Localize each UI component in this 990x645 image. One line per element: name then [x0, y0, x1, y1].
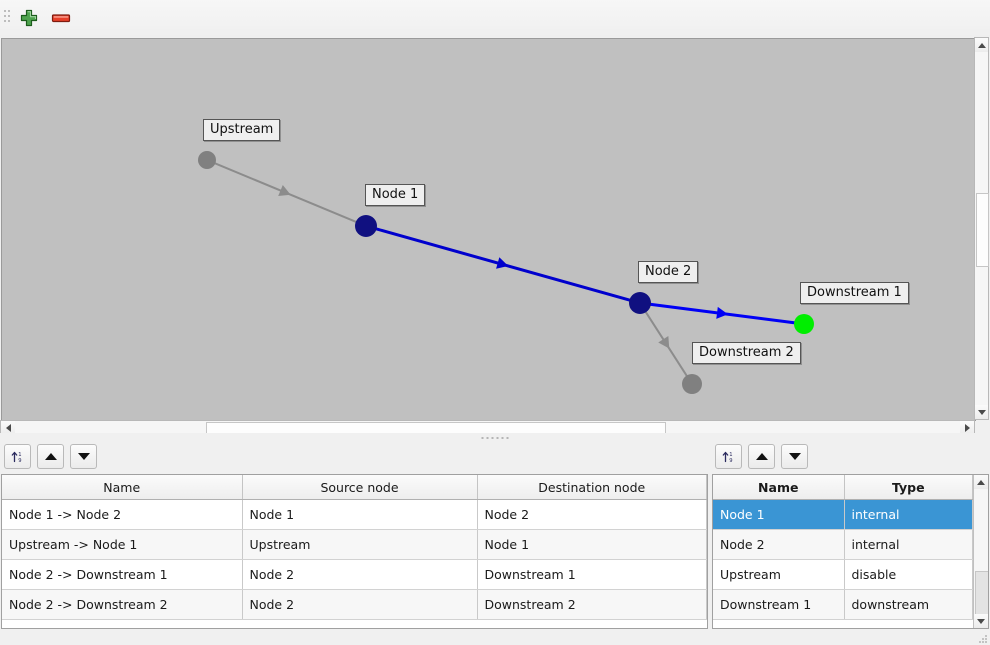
table-cell[interactable]: Node 2 -> Downstream 2 [2, 589, 243, 620]
table-cell[interactable]: Node 1 [713, 499, 845, 530]
sort-order-icon[interactable]: 1 9 [715, 444, 742, 469]
scroll-up-arrow[interactable] [974, 475, 988, 489]
scroll-right-arrow[interactable] [960, 421, 974, 434]
graph-node-label[interactable]: Downstream 2 [692, 342, 801, 364]
table-cell[interactable]: Downstream 1 [477, 559, 707, 590]
connections-toolbar: 1 9 [4, 444, 97, 470]
table-cell[interactable]: Node 1 [242, 499, 478, 530]
plus-icon [19, 8, 39, 31]
svg-text:1: 1 [18, 452, 21, 458]
table-cell[interactable]: disable [844, 559, 973, 590]
graph-vscroll-thumb[interactable] [976, 193, 989, 267]
table-cell[interactable]: Downstream 2 [477, 589, 707, 620]
graph-node[interactable] [355, 215, 377, 237]
svg-text:9: 9 [729, 458, 732, 464]
graph-vertical-scrollbar[interactable] [974, 37, 989, 420]
table-cell[interactable]: Node 2 [713, 529, 845, 560]
graph-edge-arrow [496, 257, 509, 269]
triangle-up-icon [755, 453, 768, 460]
table-cell[interactable]: Upstream -> Node 1 [2, 529, 243, 560]
column-header[interactable]: Destination node [477, 475, 707, 500]
svg-text:1: 1 [729, 452, 732, 458]
graph-node[interactable] [682, 374, 702, 394]
table-cell[interactable]: internal [844, 499, 973, 530]
triangle-down-icon [77, 453, 90, 460]
svg-text:9: 9 [18, 458, 21, 464]
sort-order-icon[interactable]: 1 9 [4, 444, 31, 469]
graph-edge-arrow [658, 336, 670, 349]
scroll-down-arrow[interactable] [975, 405, 988, 419]
table-cell[interactable]: Node 2 [477, 499, 707, 530]
table-cell[interactable]: Downstream 1 [713, 589, 845, 620]
table-cell[interactable]: Node 1 [477, 529, 707, 560]
scroll-down-arrow[interactable] [974, 614, 988, 628]
remove-node-button[interactable] [48, 6, 74, 32]
table-cell[interactable]: internal [844, 529, 973, 560]
graph-node-label[interactable]: Upstream [203, 119, 281, 141]
table-cell[interactable]: Upstream [713, 559, 845, 590]
table-cell[interactable]: Node 2 [242, 559, 478, 590]
column-header[interactable]: Name [2, 475, 243, 500]
graph-node[interactable] [198, 151, 216, 169]
table-cell[interactable]: downstream [844, 589, 973, 620]
graph-node-label[interactable]: Downstream 1 [800, 282, 909, 304]
graph-node[interactable] [794, 314, 814, 334]
graph-canvas[interactable] [2, 39, 975, 420]
move-up-button[interactable] [748, 444, 775, 469]
column-header[interactable]: Source node [242, 475, 478, 500]
nodes-vscroll-thumb[interactable] [975, 571, 988, 615]
table-cell[interactable]: Node 2 [242, 589, 478, 620]
column-header[interactable]: Name [713, 475, 845, 500]
graph-horizontal-scrollbar[interactable] [0, 420, 975, 435]
toolbar-grip[interactable] [4, 10, 10, 28]
graph-node[interactable] [629, 292, 651, 314]
splitter-grip [481, 437, 509, 439]
move-down-button[interactable] [781, 444, 808, 469]
graph-node-label[interactable]: Node 2 [638, 261, 699, 283]
scroll-up-arrow[interactable] [975, 38, 988, 52]
main-toolbar [0, 0, 990, 38]
triangle-down-icon [788, 453, 801, 460]
nodes-vertical-scrollbar[interactable] [973, 475, 988, 628]
scroll-left-arrow[interactable] [1, 421, 15, 434]
panel-splitter[interactable] [0, 433, 990, 443]
table-cell[interactable]: Upstream [242, 529, 478, 560]
triangle-up-icon [44, 453, 57, 460]
move-down-button[interactable] [70, 444, 97, 469]
window-resize-grip[interactable] [979, 635, 987, 643]
add-node-button[interactable] [16, 6, 42, 32]
table-cell[interactable]: Node 2 -> Downstream 1 [2, 559, 243, 590]
graph-node-label[interactable]: Node 1 [365, 184, 426, 206]
graph-edge-arrow [716, 306, 728, 319]
nodes-toolbar: 1 9 [715, 444, 808, 470]
column-header[interactable]: Type [844, 475, 973, 500]
graph-edge-arrow [278, 184, 291, 197]
move-up-button[interactable] [37, 444, 64, 469]
table-cell[interactable]: Node 1 -> Node 2 [2, 499, 243, 530]
minus-icon [50, 11, 72, 28]
